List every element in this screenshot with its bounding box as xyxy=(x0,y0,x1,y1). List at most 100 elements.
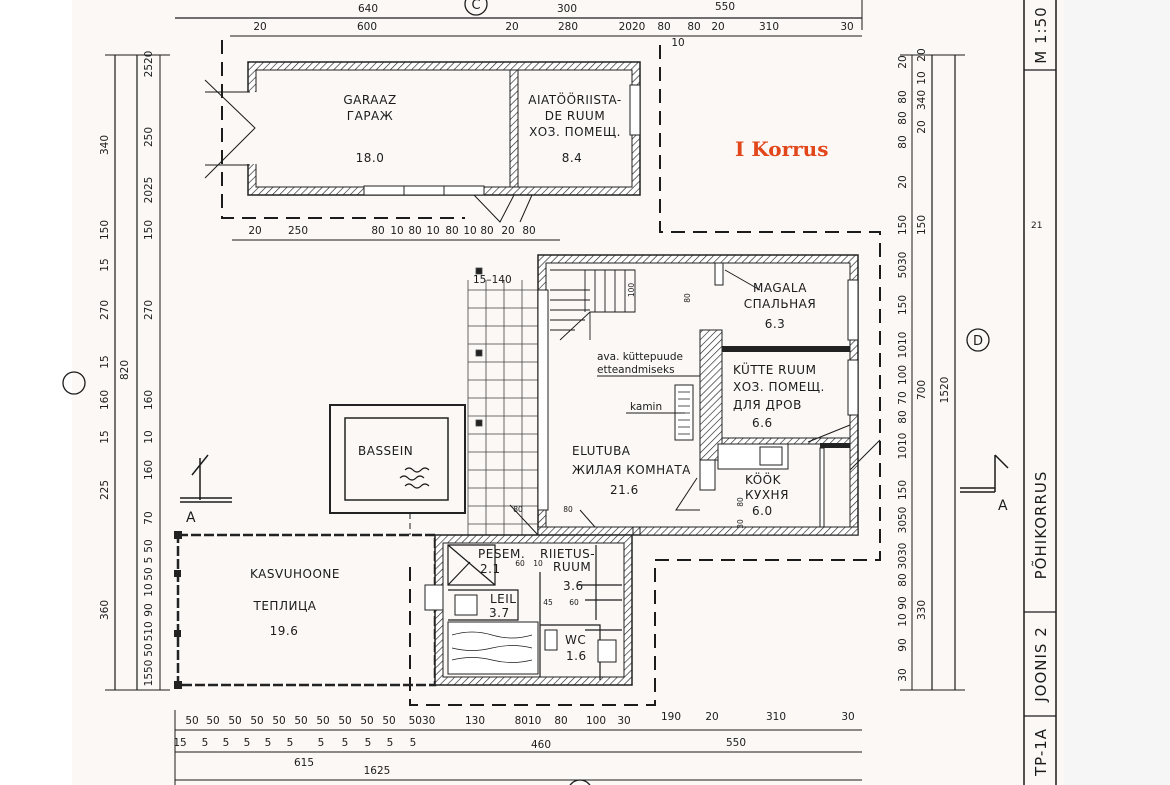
dimension-left-outer: 15 xyxy=(99,258,111,271)
dimension-bottom-sub: 5 xyxy=(223,737,230,749)
dimension-right-inner: 80 xyxy=(897,410,909,423)
sauna-label: LEIL xyxy=(490,592,517,606)
tool-room-label: AIATÖÖRIISTA- xyxy=(528,91,621,107)
living-room-area: 21.6 xyxy=(610,483,639,497)
dimension-right-inner: 1010 xyxy=(897,332,909,359)
bedroom-label: MAGALA xyxy=(753,281,807,295)
dimension-garage-bottom: 80 xyxy=(408,225,421,237)
dimension-top-detail: 10 xyxy=(671,37,684,49)
garage-label-ru: ГАРАЖ xyxy=(347,109,393,123)
dimension-right-mid: 340 xyxy=(916,90,928,110)
dimension-right-inner: 150 xyxy=(897,215,909,235)
dimension-right-inner: 20 xyxy=(897,175,909,188)
garage-area: 18.0 xyxy=(356,151,385,165)
bedroom-label-ru: СПАЛЬНАЯ xyxy=(744,297,816,311)
dimension-left-outer: 15 xyxy=(99,355,111,368)
tool-room-label-ru: ХОЗ. ПОМЕЩ. xyxy=(529,125,621,139)
boiler-room-area: 6.6 xyxy=(752,416,773,430)
dimension-left-inner: 150 xyxy=(143,220,155,240)
firewood-opening-label: ava. küttepuude xyxy=(597,351,683,363)
dimension-right-mid: 20 xyxy=(916,120,928,133)
dimension-left-inner: 1550 xyxy=(143,660,155,687)
dimension-right-inner: 1010 xyxy=(897,433,909,460)
dimension-right-inner: 80 xyxy=(897,573,909,586)
kitchen-area: 6.0 xyxy=(752,504,773,518)
dimension-interior: 80 xyxy=(736,497,745,507)
fireplace-label: kamin xyxy=(630,401,662,413)
tool-room-area: 8.4 xyxy=(562,151,583,165)
dimension-right-mid: 330 xyxy=(916,600,928,620)
dimension-bottom-detail: 5030 xyxy=(409,715,436,727)
firewood-opening-label-2: etteandmiseks xyxy=(597,364,675,376)
dimension-bottom-sub: 460 xyxy=(531,739,551,751)
dimension-bottom-detail: 50 xyxy=(206,715,219,727)
dimension-top-overall: 640 xyxy=(358,3,378,15)
dimension-left-inner: 50 xyxy=(143,567,155,580)
dimension-right-outer: 1520 xyxy=(939,377,951,404)
dimension-bottom-detail: 20 xyxy=(705,711,718,723)
dimension-bottom-detail: 50 xyxy=(360,715,373,727)
dimension-bottom-sub: 5 xyxy=(265,737,272,749)
dimension-left-outer: 150 xyxy=(99,220,111,240)
dimension-right-inner: 80 xyxy=(897,90,909,103)
water-waves-icon xyxy=(399,467,430,489)
drawing-number: JOONIS 2 xyxy=(1032,626,1050,703)
axis-d-label: D xyxy=(973,334,983,349)
dimension-top-detail: 2020 xyxy=(619,21,646,33)
sauna-area: 3.7 xyxy=(489,606,510,620)
dimension-right-mid: 700 xyxy=(916,380,928,400)
boiler-room-label-ru-2: ДЛЯ ДРОВ xyxy=(733,398,802,412)
dimension-bottom-sub: 5 xyxy=(410,737,417,749)
dimension-bottom-detail: 130 xyxy=(465,715,485,727)
scale-label: M 1:50 xyxy=(1032,6,1050,63)
terrace-tiles xyxy=(467,267,540,535)
kitchen-label: KÖÖK xyxy=(745,471,782,487)
section-label-left: A xyxy=(186,510,196,526)
dimension-garage-bottom: 20 xyxy=(501,225,514,237)
dimension-bottom-sub: 5 xyxy=(244,737,251,749)
kitchen-label-ru: КУХНЯ xyxy=(745,488,789,502)
dimension-interior: 60 xyxy=(569,598,579,607)
dimension-bottom-detail: 310 xyxy=(766,711,786,723)
wc-area: 1.6 xyxy=(566,649,587,663)
dimension-left-inner: 2025 xyxy=(143,177,155,204)
dimension-right-inner: 90 xyxy=(897,638,909,651)
dimension-left-inner: 160 xyxy=(143,390,155,410)
dimension-top-overall: 300 xyxy=(557,3,577,15)
dimension-left-inner: 10 xyxy=(143,583,155,596)
dimension-bottom-detail: 190 xyxy=(661,711,681,723)
dimension-interior: 80 xyxy=(563,505,573,514)
dimension-top-detail: 280 xyxy=(558,21,578,33)
dimension-bottom-sub: 615 xyxy=(294,757,314,769)
dimension-bottom-total: 1625 xyxy=(364,765,391,777)
dimension-bottom-detail: 50 xyxy=(382,715,395,727)
dimension-left-mid: 820 xyxy=(119,360,131,380)
greenhouse-label: KASVUHOONE xyxy=(250,567,340,581)
section-mark-right-icon xyxy=(960,454,1009,493)
dimension-bottom-detail: 8010 xyxy=(515,715,542,727)
stair-dimension: 15–140 xyxy=(473,274,512,286)
dimension-right-inner: 80 xyxy=(897,111,909,124)
dimension-garage-bottom: 10 xyxy=(390,225,403,237)
dimension-bottom-detail: 30 xyxy=(617,715,630,727)
dimension-bottom-sub: 15 xyxy=(173,737,186,749)
dimension-interior: 45 xyxy=(543,598,553,607)
dimension-left-inner: 250 xyxy=(143,127,155,147)
sauna-block xyxy=(424,534,633,686)
dimension-bottom-detail: 30 xyxy=(841,711,854,723)
dimension-left-inner: 5 xyxy=(143,635,155,642)
dimension-bottom-sub: 5 xyxy=(318,737,325,749)
page-margin xyxy=(1064,0,1170,785)
dimension-top-detail: 20 xyxy=(253,21,266,33)
section-mark-left-icon xyxy=(180,454,232,503)
sheet-title: PÕHIKORRUS xyxy=(1031,471,1050,580)
dressing-room-label: RIIETUS- xyxy=(540,547,595,561)
dimension-bottom-sub: 5 xyxy=(202,737,209,749)
dimension-right-inner: 5030 xyxy=(897,252,909,279)
boiler-room-label: KÜTTE RUUM xyxy=(733,361,816,377)
pool-label: BASSEIN xyxy=(358,444,413,458)
greenhouse-label-ru: ТЕПЛИЦА xyxy=(253,599,317,613)
axis-left-circle xyxy=(62,371,86,395)
living-room-label-ru: ЖИЛАЯ КОМНАТА xyxy=(572,463,691,477)
